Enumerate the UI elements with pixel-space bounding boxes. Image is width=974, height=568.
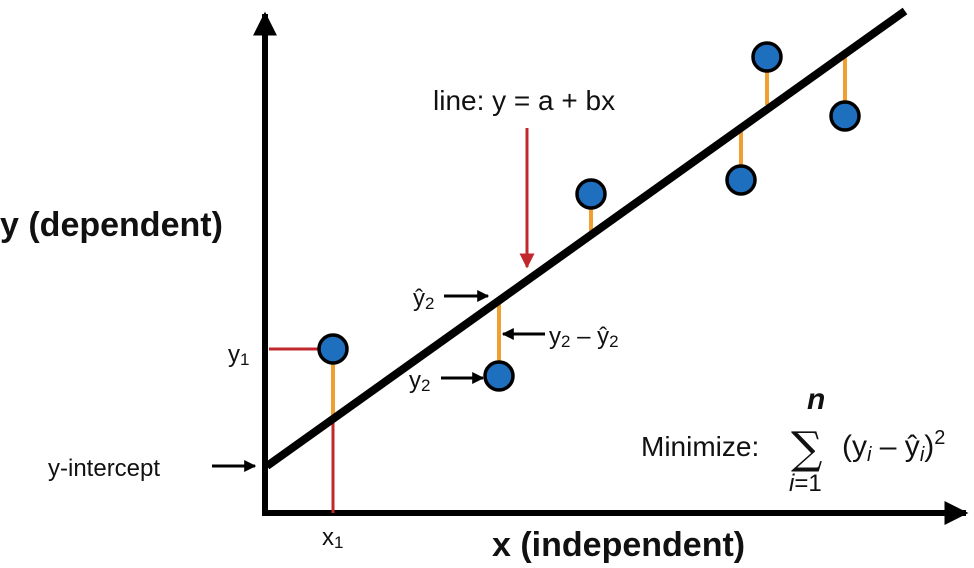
data-point-6: [829, 100, 861, 132]
data-point-2: [483, 360, 515, 392]
x1-label: x1: [322, 524, 343, 552]
regression-line: [264, 7, 908, 470]
data-point-5: [751, 41, 783, 73]
yhat2-label: ŷ2: [413, 285, 434, 313]
minimize-formula: Minimize: n ∑ i=1 (yi – ŷi)2: [641, 383, 945, 497]
y2-label: y2: [409, 367, 430, 395]
residual-label: y2 – ŷ2: [549, 323, 619, 351]
sum-lower-limit: i=1: [789, 470, 822, 497]
formula-prefix: Minimize:: [641, 431, 759, 462]
y1-label: y1: [228, 341, 249, 369]
y-axis-title: y (dependent): [0, 206, 223, 244]
data-point-1: [317, 333, 349, 365]
line-equation-label: line: y = a + bx: [433, 85, 615, 116]
x-axis-title: x (independent): [492, 526, 745, 564]
data-point-3: [575, 178, 607, 210]
data-point-4: [725, 164, 757, 196]
sum-upper-limit: n: [807, 383, 825, 416]
y-intercept-label: y-intercept: [48, 455, 160, 482]
sigma-symbol: ∑: [791, 423, 822, 474]
sum-body: (yi – ŷi)2: [842, 427, 945, 466]
